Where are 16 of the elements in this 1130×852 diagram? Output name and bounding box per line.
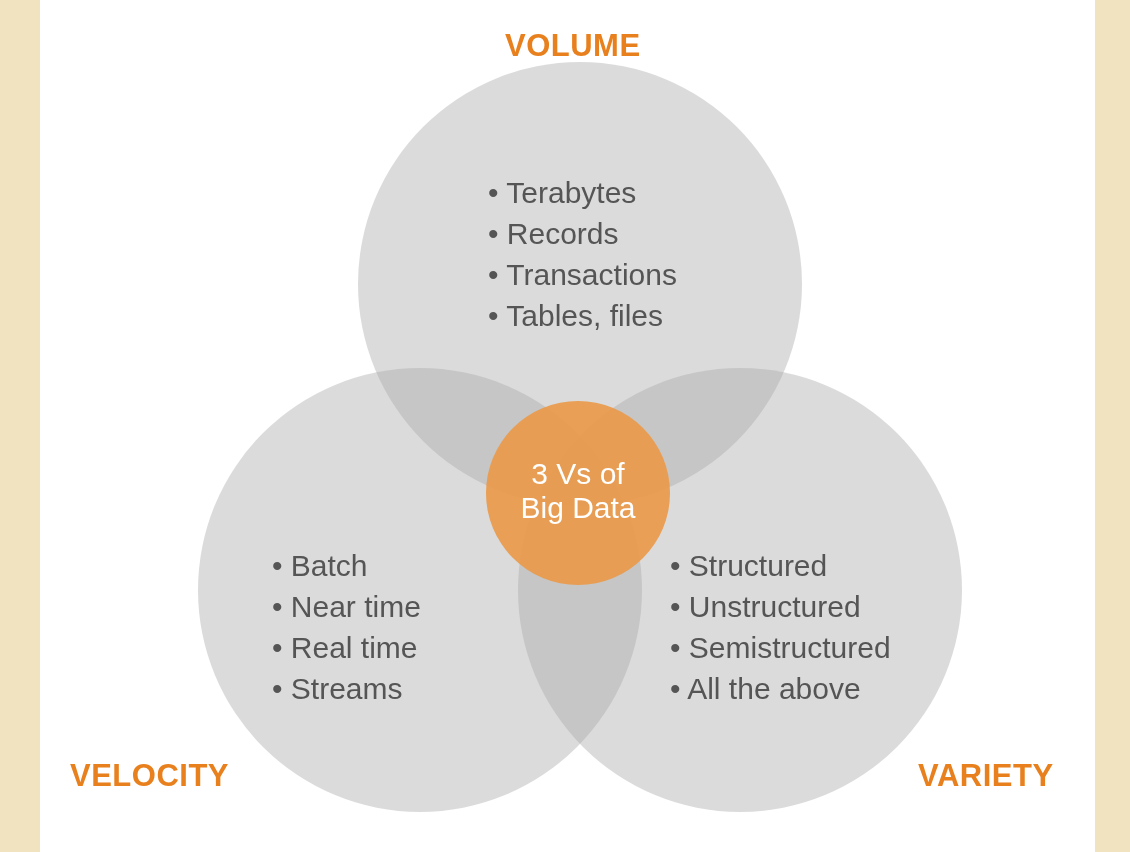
set-heading: VOLUME <box>505 28 641 64</box>
list-item: • Structured <box>670 548 829 584</box>
list-item: • Transactions <box>488 257 677 293</box>
center-label: 3 Vs of Big Data <box>519 457 637 525</box>
list-item: • Streams <box>272 671 404 707</box>
list-item: • Real time <box>272 630 419 666</box>
set-heading: VARIETY <box>918 758 1054 794</box>
list-item: • Semistructured <box>670 630 891 666</box>
list-item: • Terabytes <box>488 175 638 211</box>
list-item: • Batch <box>272 548 369 584</box>
set-heading: VELOCITY <box>70 758 229 794</box>
list-item: • Tables, files <box>488 298 665 334</box>
list-item: • Near time <box>272 589 421 625</box>
list-item: • Unstructured <box>670 589 862 625</box>
list-item: • Records <box>488 216 620 252</box>
list-item: • All the above <box>670 671 862 707</box>
